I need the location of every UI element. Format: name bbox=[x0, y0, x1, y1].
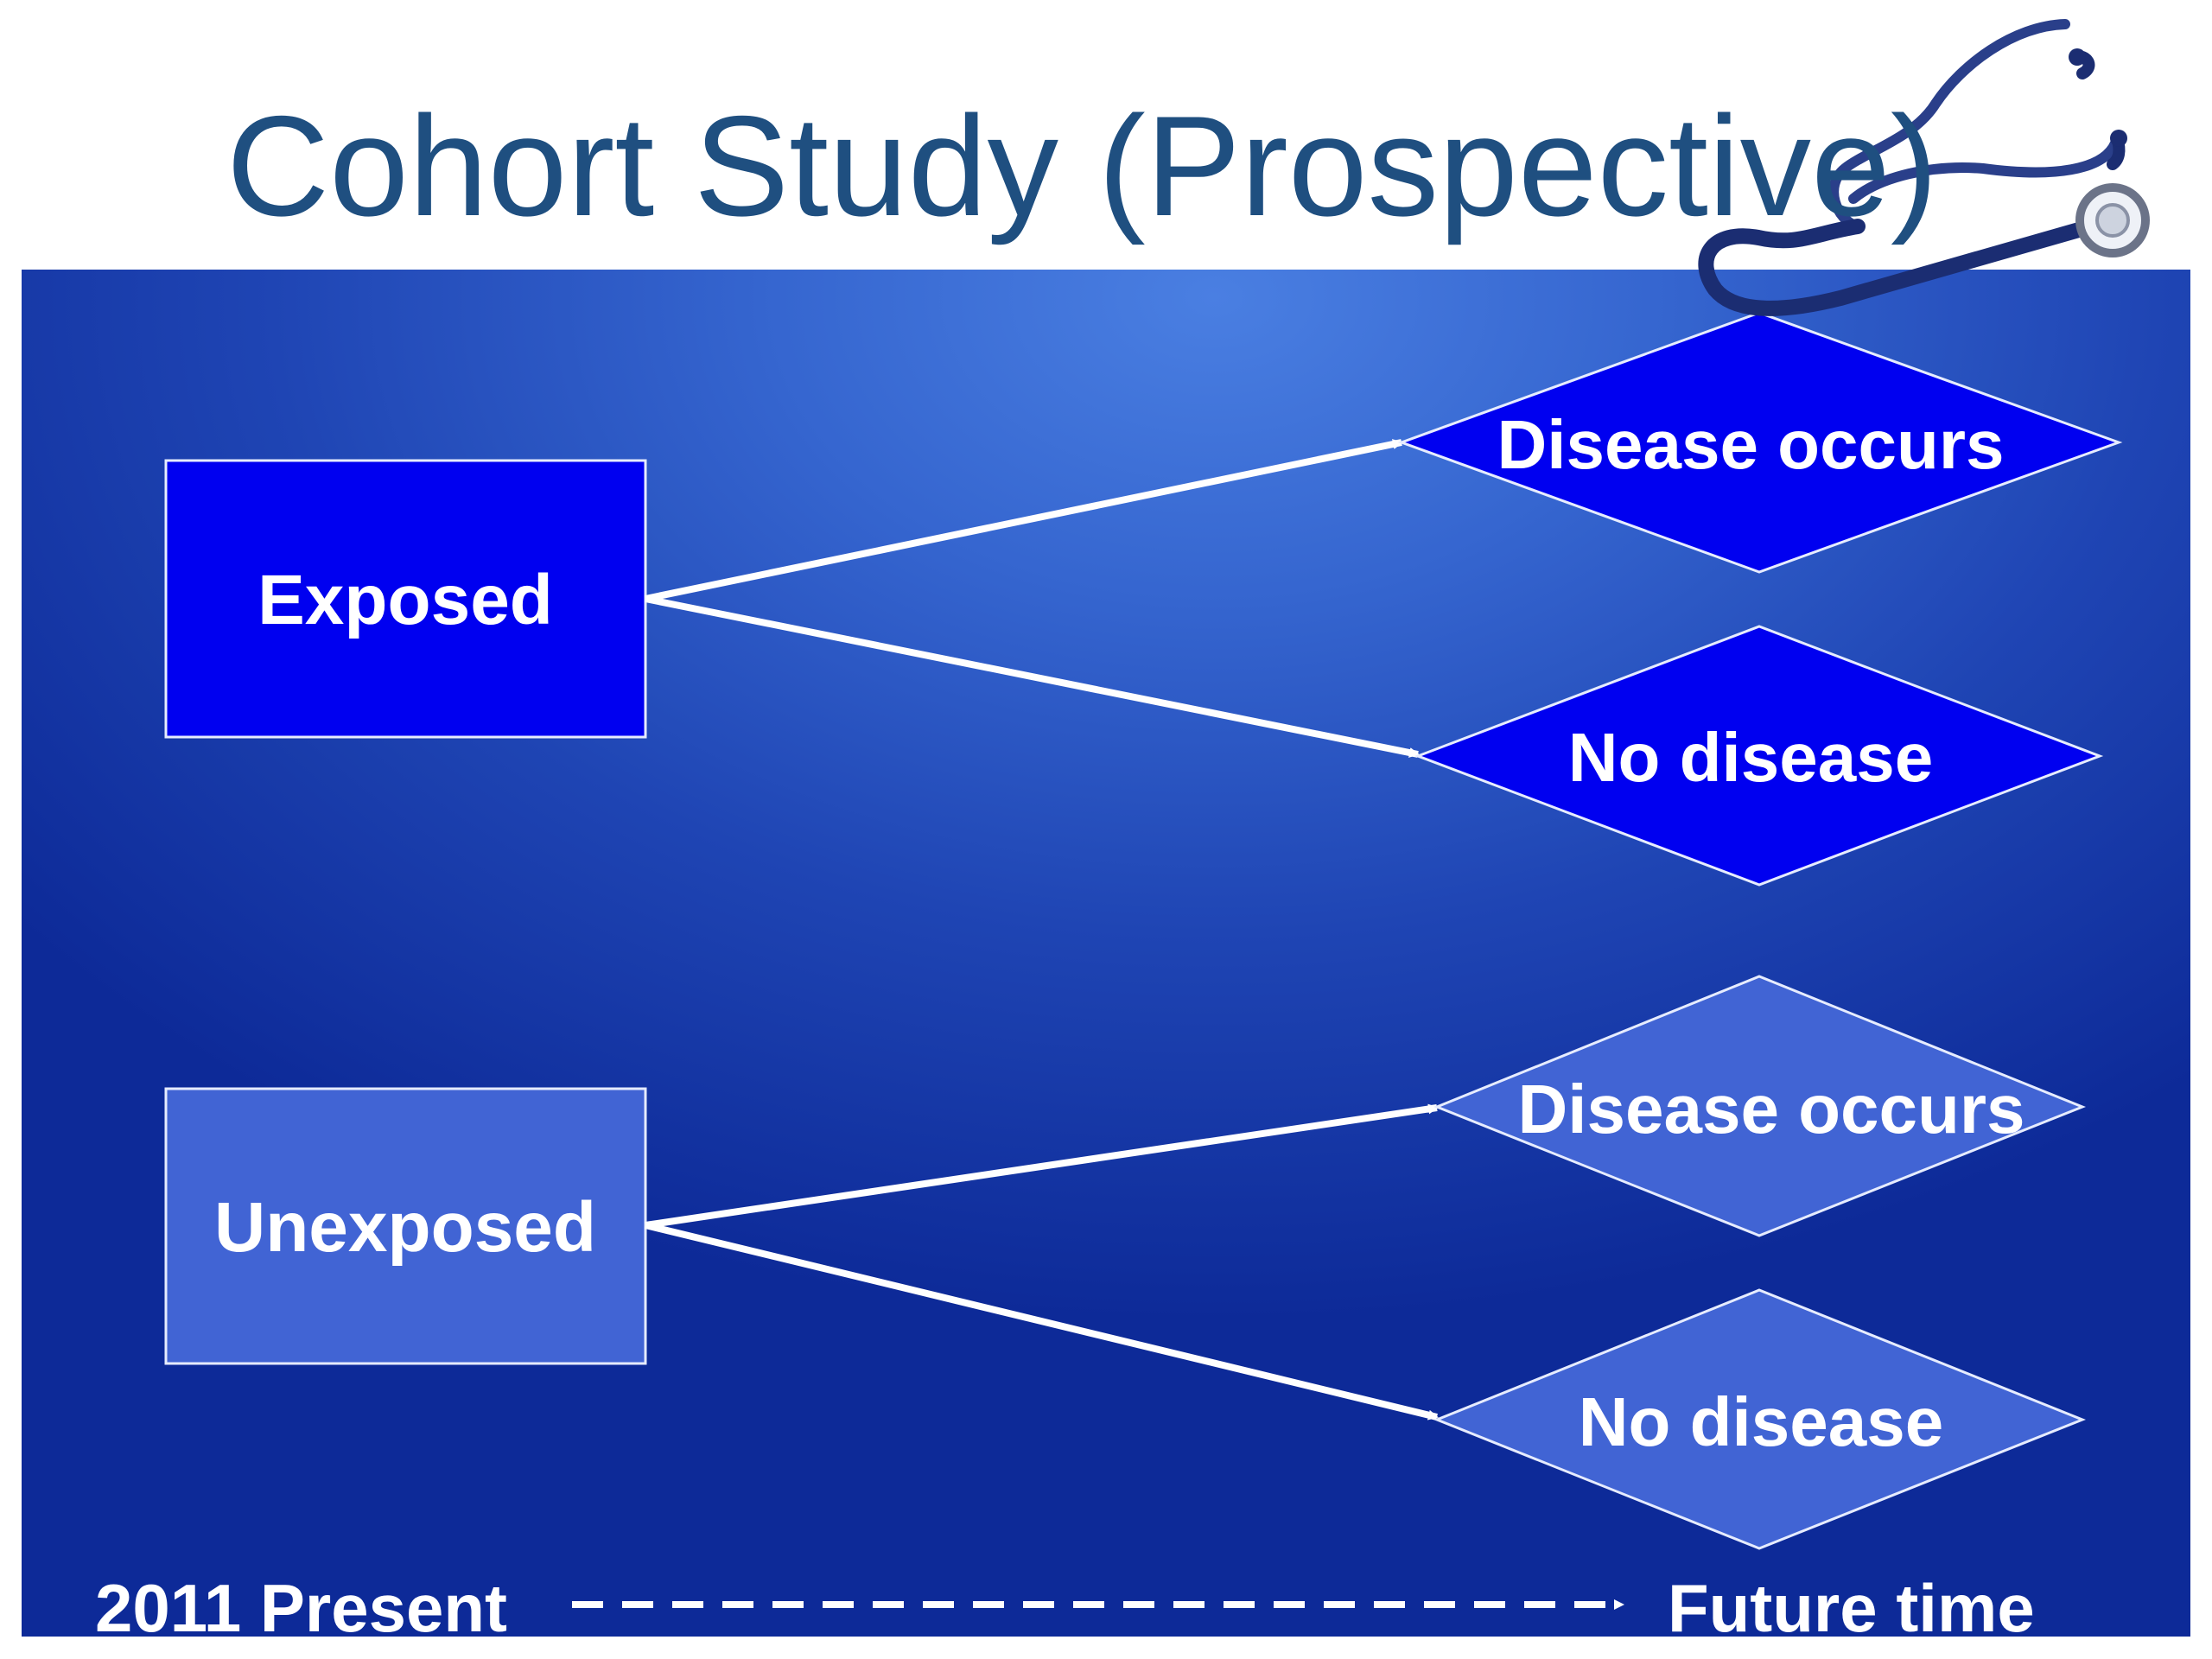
outcome-label-exposed-disease: Disease occurs bbox=[1497, 406, 2004, 483]
outcome-diamond-exposed-disease bbox=[1397, 311, 2123, 574]
outcome-diamond-unexposed-no-disease bbox=[1433, 1288, 2087, 1550]
outcome-label-unexposed-no-disease: No disease bbox=[1579, 1383, 1943, 1460]
exposed-label: Exposed bbox=[257, 561, 553, 639]
exposed-box bbox=[164, 459, 647, 739]
arrow-exposed-to-no-disease bbox=[645, 595, 1420, 758]
slide-title: Cohort Study (Prospective) bbox=[226, 86, 1938, 245]
outcome-diamond-unexposed-disease bbox=[1433, 975, 2087, 1237]
outcome-diamond-exposed-no-disease bbox=[1414, 625, 2104, 887]
arrow-exposed-to-disease bbox=[645, 439, 1403, 602]
arrow-unexposed-to-disease bbox=[645, 1103, 1439, 1229]
arrow-unexposed-to-no-disease bbox=[645, 1222, 1439, 1421]
outcome-label-unexposed-disease: Disease occurs bbox=[1517, 1071, 2024, 1147]
unexposed-label: Unexposed bbox=[214, 1188, 596, 1267]
unexposed-box bbox=[164, 1087, 647, 1365]
outcome-label-exposed-no-disease: No disease bbox=[1568, 719, 1933, 796]
timeline-start-label: 2011 Present bbox=[95, 1570, 507, 1646]
timeline-end-label: Future time bbox=[1668, 1570, 2035, 1646]
stethoscope-icon bbox=[1698, 19, 2150, 316]
